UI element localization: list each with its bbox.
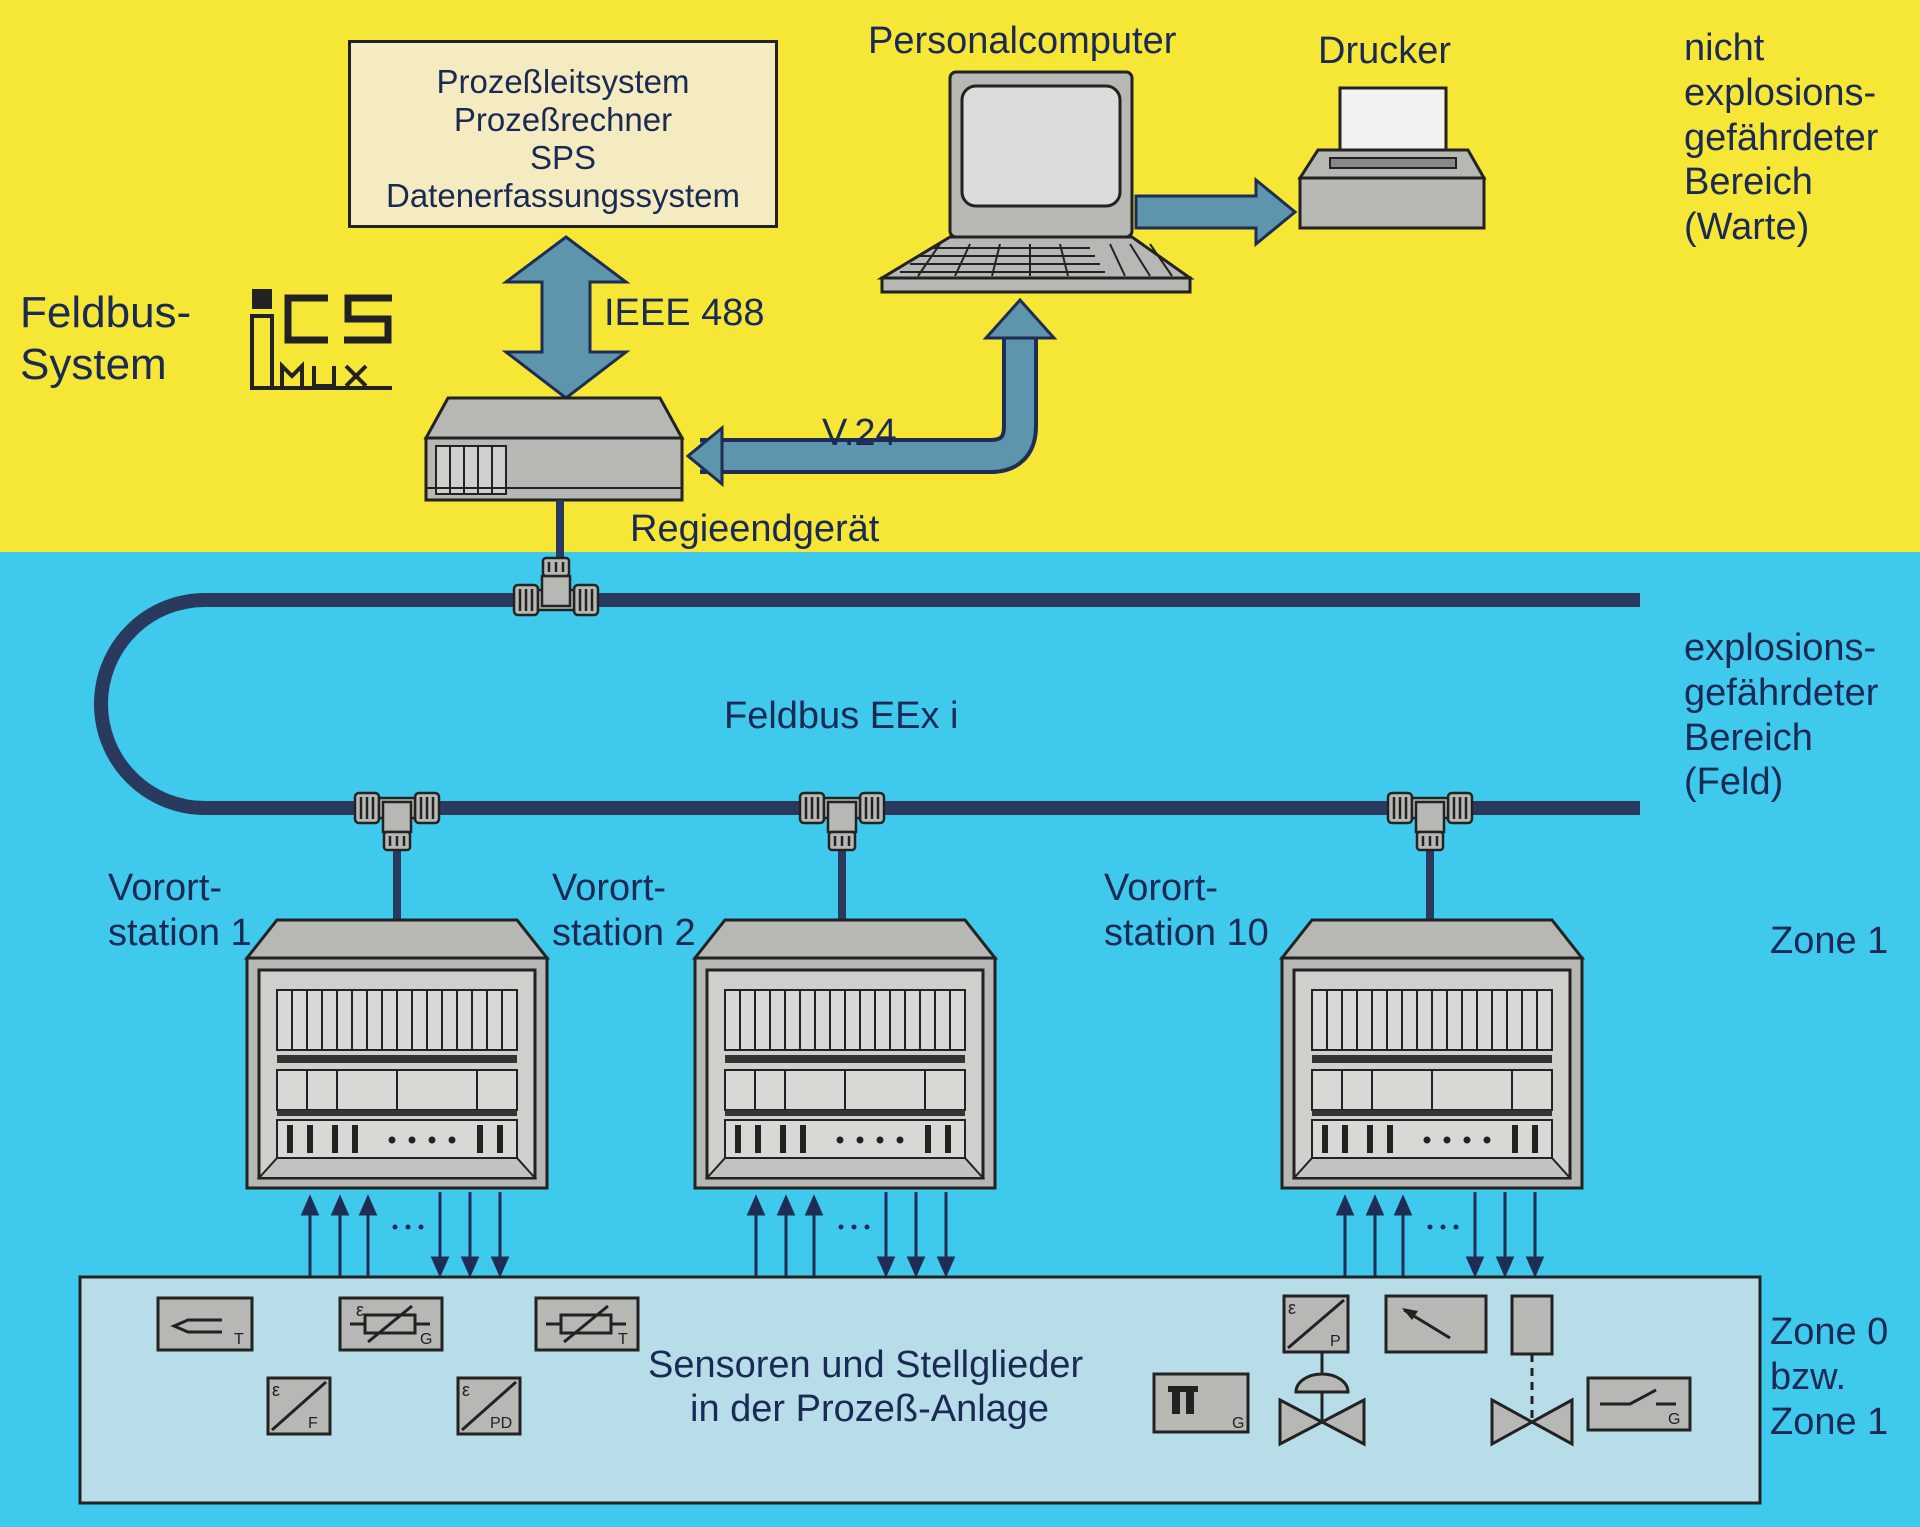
station10-label: Vorort- station 10 xyxy=(1104,867,1269,954)
control-valve-symbol xyxy=(1278,1352,1366,1447)
process-control-box: Prozeßleitsystem Prozeßrechner SPS Daten… xyxy=(348,40,778,228)
control-room-zone-label: nicht explosions- gefährdeter Bereich (W… xyxy=(1684,27,1879,249)
v24-arrow xyxy=(685,297,1058,488)
sensor-caption-line1: Sensoren und Stellglieder xyxy=(648,1344,1084,1386)
sensor-caption-line2: in der Prozeß-Anlage xyxy=(690,1388,1050,1430)
printer xyxy=(1297,86,1487,230)
regieendgeraet-device xyxy=(423,396,685,502)
resistance-sensor-t-symbol xyxy=(534,1296,640,1352)
svg-text:ε: ε xyxy=(356,1300,364,1320)
ieee488-label: IEEE 488 xyxy=(604,292,765,334)
control-box-line3: SPS xyxy=(529,139,597,176)
symbol-letter-p: P xyxy=(1330,1333,1341,1350)
symbol-letter-pd: PD xyxy=(490,1415,512,1432)
field-zone-label: explosions- gefährdeter Bereich (Feld) xyxy=(1684,627,1879,804)
level-switch-symbol xyxy=(1152,1372,1250,1434)
printer-label: Drucker xyxy=(1318,30,1452,72)
station2-label: Vorort- station 2 xyxy=(552,867,696,954)
svg-text:ε: ε xyxy=(272,1380,280,1400)
station10-cabinet xyxy=(1280,918,1584,1190)
regieendgeraet-label: Regieendgerät xyxy=(630,508,880,550)
pc-printer-arrow xyxy=(1134,176,1298,248)
station1-cabinet xyxy=(245,918,549,1190)
indicator-gauge-symbol xyxy=(1384,1294,1488,1354)
limit-switch-symbol xyxy=(1586,1376,1692,1432)
title-line2: System xyxy=(20,340,167,389)
symbol-letter-f: F xyxy=(308,1415,318,1432)
station2-cabinet xyxy=(693,918,997,1190)
svg-text:ε: ε xyxy=(462,1380,470,1400)
flow-transmitter-symbol xyxy=(266,1376,332,1436)
svg-text:ε: ε xyxy=(1288,1298,1296,1318)
control-box-line4: Datenerfassungssystem xyxy=(386,177,740,214)
pressure-transmitter-symbol xyxy=(1282,1294,1350,1354)
symbol-letter-t2: T xyxy=(618,1331,628,1348)
personal-computer xyxy=(876,70,1195,294)
pressure-difference-symbol xyxy=(456,1376,522,1436)
symbol-letter-g1: G xyxy=(420,1331,432,1348)
station1-label: Vorort- station 1 xyxy=(108,867,252,954)
zone0-label: Zone 0 bzw. Zone 1 xyxy=(1770,1311,1889,1443)
manual-valve-symbol xyxy=(1490,1294,1574,1447)
personal-computer-label: Personalcomputer xyxy=(868,20,1177,62)
symbol-letter-g2: G xyxy=(1232,1415,1244,1432)
title-line1: Feldbus- xyxy=(20,288,192,337)
transmitter-marks: ε ε ε ε xyxy=(272,1298,1296,1400)
symbol-letter-g3: G xyxy=(1668,1411,1680,1428)
symbol-letter-t1: T xyxy=(234,1331,244,1348)
ics-mux-logo xyxy=(250,289,392,390)
resistance-sensor-g-symbol xyxy=(338,1296,444,1352)
zone1-label: Zone 1 xyxy=(1770,920,1889,962)
control-box-line1: Prozeßleitsystem xyxy=(436,63,690,100)
feldbus-line xyxy=(94,593,1640,815)
feldbus-label: Feldbus EEx i xyxy=(724,695,959,737)
control-box-line2: Prozeßrechner xyxy=(453,101,673,138)
v24-label: V.24 xyxy=(822,412,897,454)
thermocouple-symbol xyxy=(156,1296,254,1352)
